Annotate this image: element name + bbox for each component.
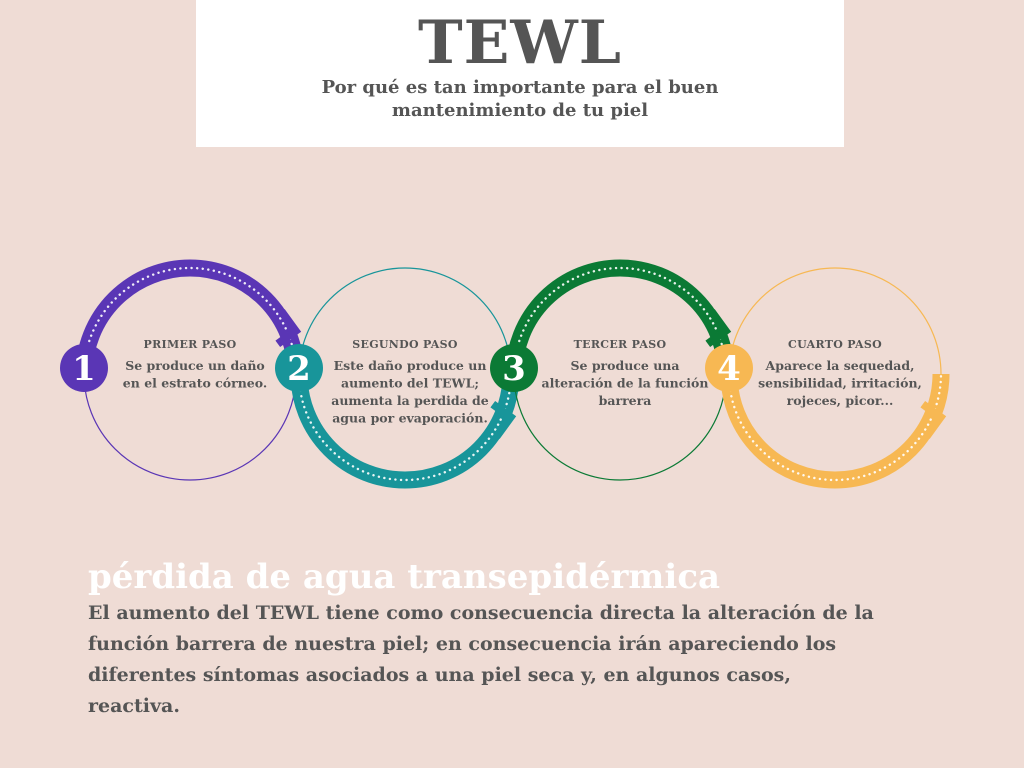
- subtitle-line-1: Por qué es tan importante para el buen: [321, 77, 719, 98]
- step-4: 4 CUARTO PASO Aparece la sequedad, sensibil…: [705, 267, 950, 489]
- step-2-arrow-dots: [297, 372, 513, 482]
- page-title: TEWL: [418, 8, 622, 78]
- step-4-line-3: rojeces, picor...: [787, 393, 894, 408]
- step-2-line-4: agua por evaporación.: [332, 411, 488, 426]
- step-3-number-badge: [490, 344, 538, 392]
- step-4-arrow-head: [920, 400, 947, 439]
- section-heading: pérdida de agua transepidérmica: [88, 557, 721, 597]
- step-4-line-1: Aparece la sequedad,: [765, 358, 915, 373]
- step-1-arrow-dots: [82, 266, 298, 376]
- step-4-number-badge: [705, 344, 753, 392]
- header-panel: TEWL Por qué es tan importante para el b…: [196, 0, 844, 147]
- step-3-arrow-head: [705, 309, 732, 348]
- step-1-number-badge: [60, 344, 108, 392]
- step-4-title: CUARTO PASO: [788, 338, 882, 351]
- step-2-title: SEGUNDO PASO: [352, 338, 458, 351]
- step-3-number: 3: [502, 349, 526, 389]
- step-2-number: 2: [287, 349, 311, 389]
- page-subtitle: Por qué es tan importante para el buen m…: [256, 76, 784, 122]
- step-1-title: PRIMER PASO: [144, 338, 237, 351]
- step-1-line-1: Se produce un daño: [125, 358, 265, 373]
- step-3-line-1: Se produce una: [570, 358, 679, 373]
- section-body: El aumento del TEWL tiene como consecuen…: [88, 598, 888, 722]
- step-2-number-badge: [275, 344, 323, 392]
- step-2-line-3: aumenta la perdida de: [331, 393, 489, 408]
- step-2: 2 SEGUNDO PASO Este daño produce un aumento…: [275, 267, 520, 489]
- step-4-number: 4: [717, 349, 741, 389]
- step-4-arrow-dots: [727, 372, 943, 482]
- step-2-line-1: Este daño produce un: [334, 358, 487, 373]
- step-3-arrow-dots: [512, 266, 728, 376]
- step-3-line-3: barrera: [599, 393, 652, 408]
- step-3-title: TERCER PASO: [574, 338, 667, 351]
- body-line-1: El aumento del TEWL tiene como consecuen…: [88, 602, 874, 624]
- step-1-number: 1: [72, 349, 96, 389]
- subtitle-line-2: mantenimiento de tu piel: [391, 100, 649, 121]
- step-3-line-2: alteración de la función: [542, 376, 709, 391]
- step-1-line-2: en el estrato córneo.: [123, 376, 267, 391]
- step-2-arrow-head: [490, 400, 517, 439]
- body-line-3: diferentes síntomas asociados a una piel…: [88, 664, 791, 717]
- step-4-line-2: sensibilidad, irritación,: [758, 376, 922, 391]
- step-3: 3 TERCER PASO Se produce una alteración de …: [490, 259, 735, 481]
- step-1: 1 PRIMER PASO Se produce un daño en el estr…: [60, 259, 305, 481]
- body-line-2: función barrera de nuestra piel; en cons…: [88, 633, 837, 655]
- step-2-line-2: aumento del TEWL;: [341, 376, 479, 391]
- step-1-arrow-head: [275, 309, 302, 348]
